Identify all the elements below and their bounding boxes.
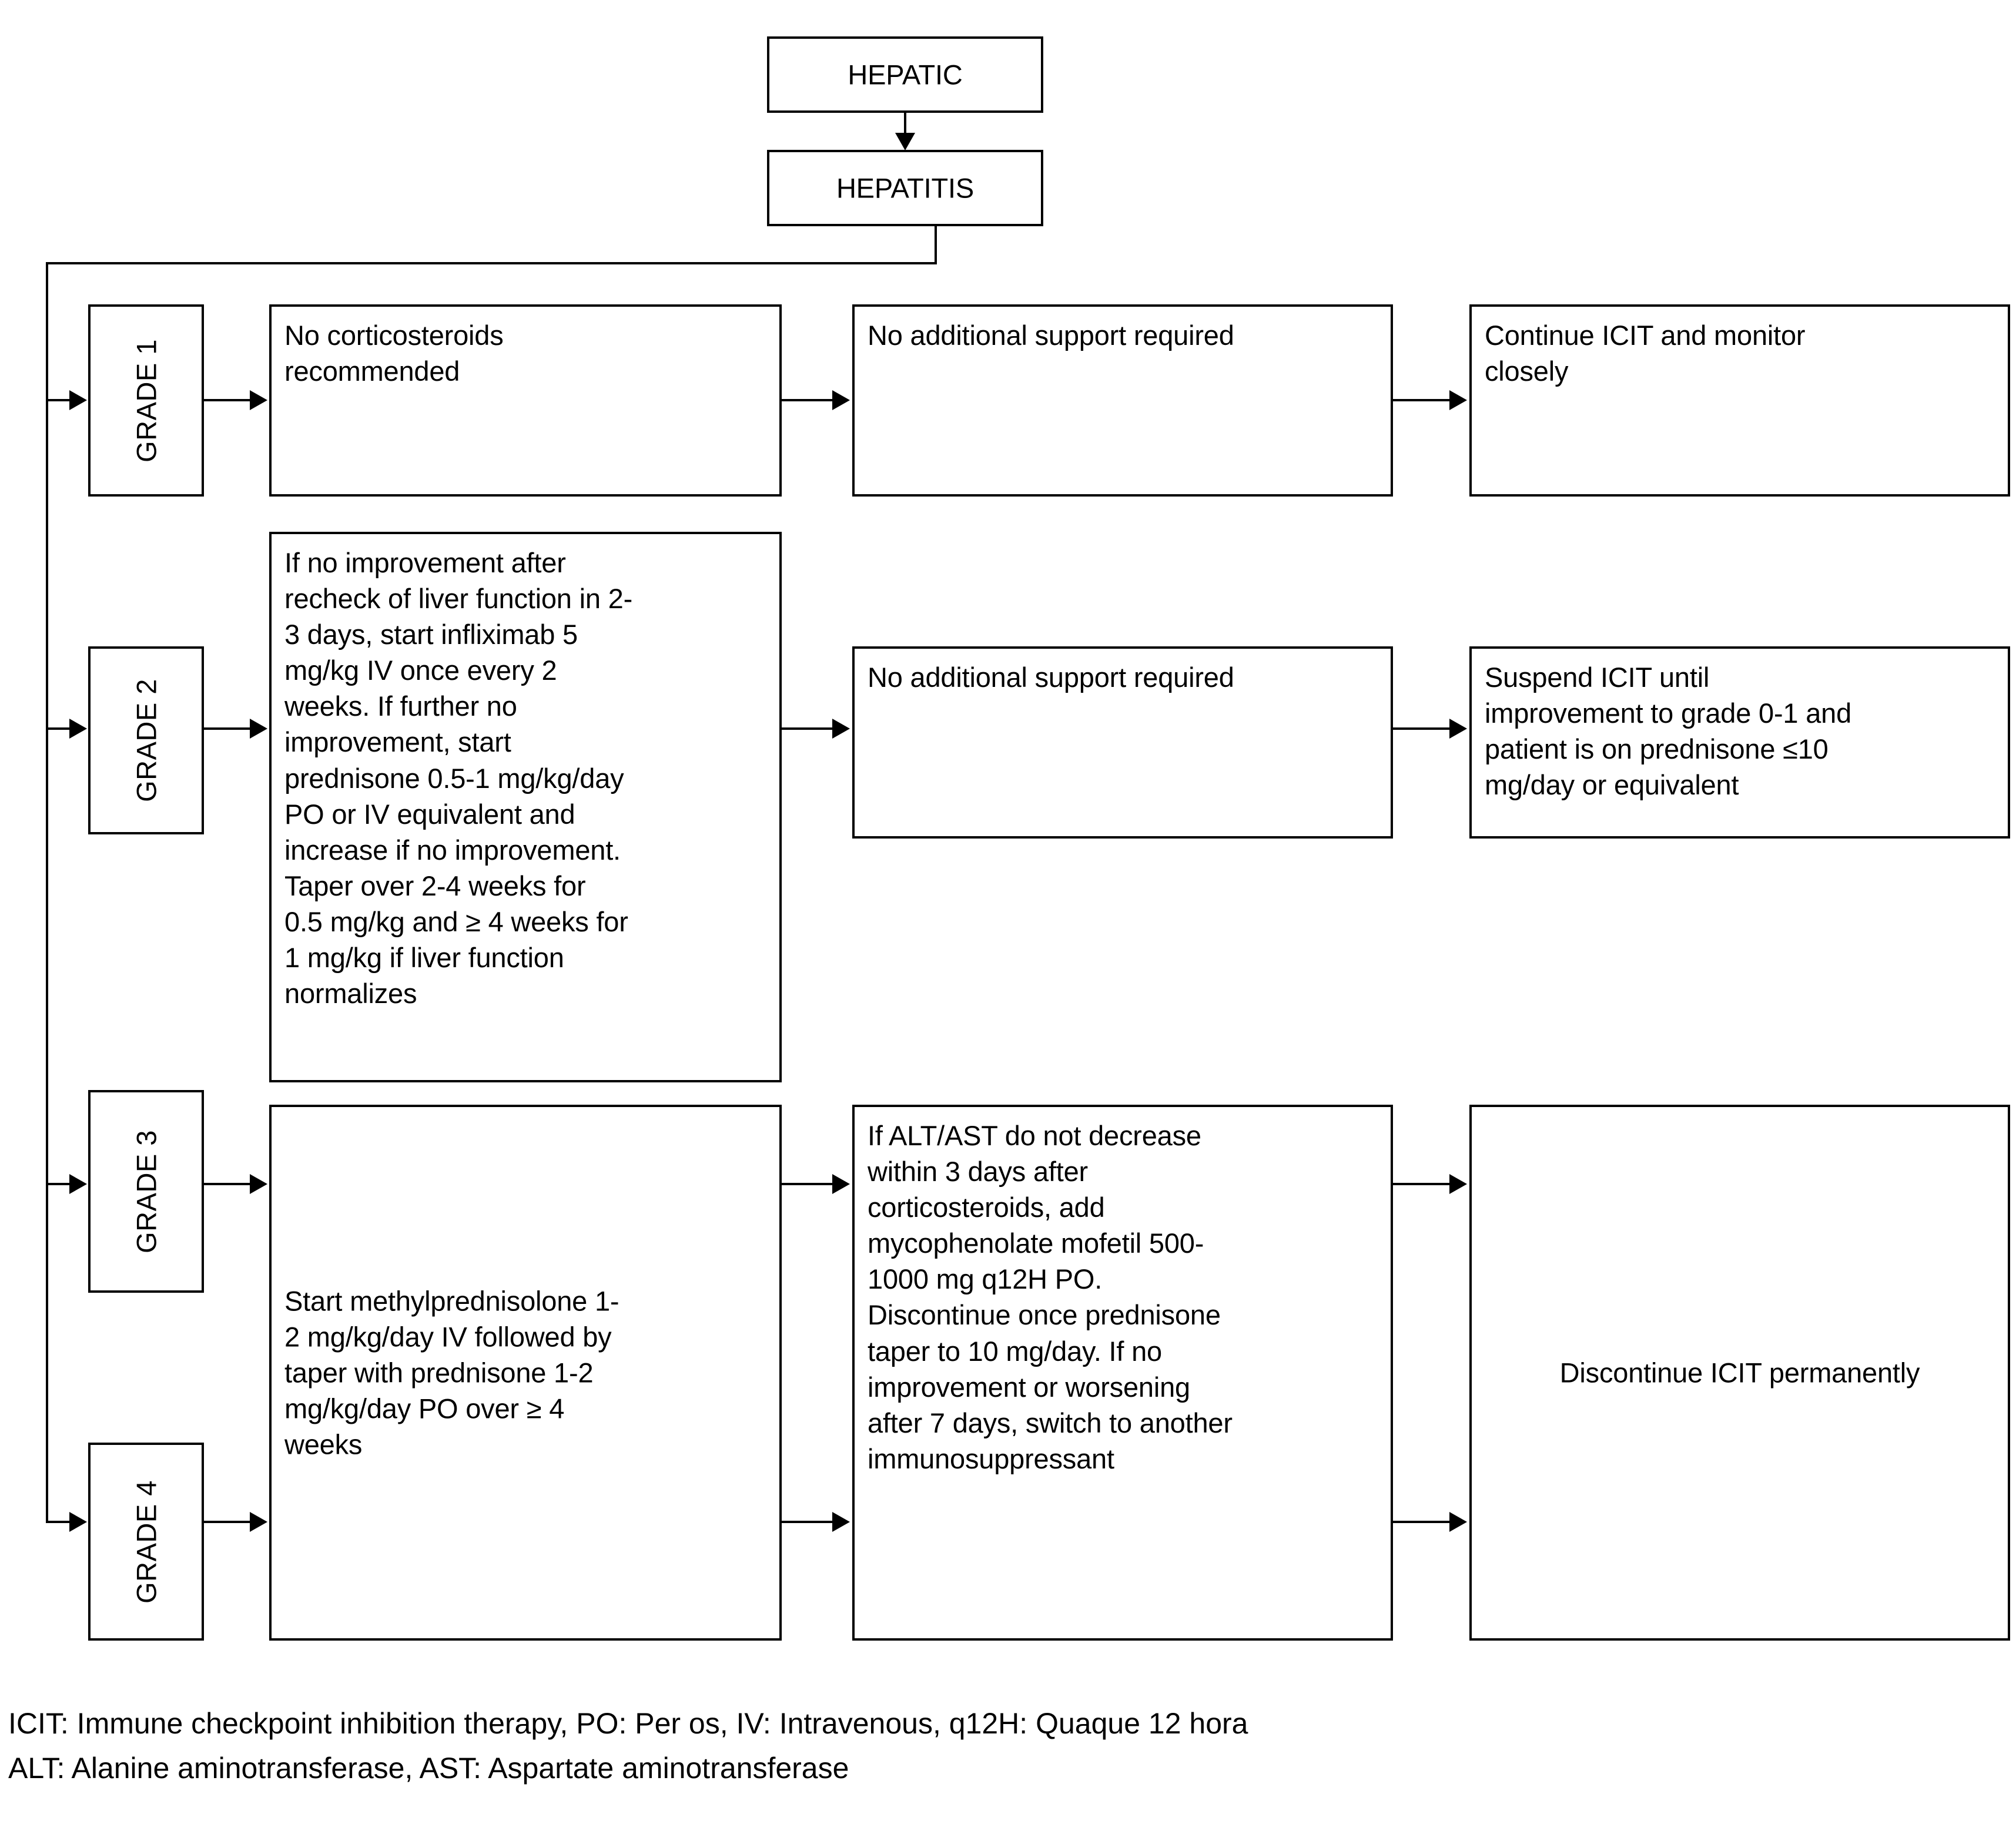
node-grade34-disposition[interactable]: Discontinue ICIT permanently <box>1469 1105 2010 1641</box>
node-grade1-management-text: No corticosteroids recommended <box>284 320 504 387</box>
node-grade2-disposition[interactable]: Suspend ICIT until improvement to grade … <box>1469 646 2010 839</box>
node-hepatic-label: HEPATIC <box>848 59 963 90</box>
connector-grade2-support-to-disposition <box>1393 727 1451 730</box>
grade-label-box-1[interactable]: GRADE 1 <box>88 304 204 497</box>
connector-grade4-to-mgmt <box>204 1521 251 1523</box>
node-grade2-management[interactable]: If no improvement after recheck of liver… <box>269 532 782 1082</box>
connector-grade3-mgmt-to-support <box>782 1183 833 1185</box>
grade-label-box-3[interactable]: GRADE 3 <box>88 1090 204 1293</box>
grade-label-box-4[interactable]: GRADE 4 <box>88 1443 204 1641</box>
connector-grade2-mgmt-to-support <box>782 727 833 730</box>
grade-label-box-2[interactable]: GRADE 2 <box>88 646 204 834</box>
node-grade34-support[interactable]: If ALT/AST do not decrease within 3 days… <box>852 1105 1393 1641</box>
connector-spine-to-grade2 <box>46 727 71 730</box>
node-grade2-support-text: No additional support required <box>868 662 1234 693</box>
node-hepatitis-label: HEPATITIS <box>836 172 974 204</box>
arrowhead-grade1-disposition <box>1449 390 1467 410</box>
grade-label-3: GRADE 3 <box>130 1129 162 1253</box>
node-grade34-management-text: Start methylprednisolone 1- 2 mg/kg/day … <box>284 1285 619 1460</box>
connector-grade3-support-to-disposition <box>1393 1183 1451 1185</box>
connector-grade4-mgmt-to-support <box>782 1521 833 1523</box>
connector-spine <box>46 262 48 1522</box>
grade-label-4: GRADE 4 <box>130 1480 162 1604</box>
connector-grade3-to-mgmt <box>204 1183 251 1185</box>
node-grade1-disposition[interactable]: Continue ICIT and monitor closely <box>1469 304 2010 497</box>
connector-spine-to-grade4 <box>46 1521 71 1523</box>
node-grade1-management[interactable]: No corticosteroids recommended <box>269 304 782 497</box>
arrowhead-grade2-disposition <box>1449 719 1467 739</box>
arrowhead-grade1-support <box>832 390 850 410</box>
connector-grade1-support-to-disposition <box>1393 399 1451 401</box>
node-grade2-management-text: If no improvement after recheck of liver… <box>284 547 633 1010</box>
arrowhead-grade4-support <box>832 1512 850 1532</box>
connector-spine-to-grade3 <box>46 1183 71 1185</box>
node-hepatic[interactable]: HEPATIC <box>767 36 1043 113</box>
connector-hepatitis-drop <box>935 226 937 264</box>
arrowhead-grade3-disposition <box>1449 1174 1467 1194</box>
connector-hepatic-to-hepatitis <box>904 113 906 136</box>
legend-line-1: ICIT: Immune checkpoint inhibition thera… <box>8 1707 1248 1740</box>
arrowhead-down-hepatitis <box>895 133 915 150</box>
connector-grade4-support-to-disposition <box>1393 1521 1451 1523</box>
connector-grade1-mgmt-to-support <box>782 399 833 401</box>
arrowhead-grade2-support <box>832 719 850 739</box>
arrowhead-grade3 <box>69 1174 87 1194</box>
node-grade1-support-text: No additional support required <box>868 320 1234 351</box>
arrowhead-grade3-support <box>832 1174 850 1194</box>
arrowhead-grade1 <box>69 390 87 410</box>
arrowhead-grade2-mgmt <box>250 719 267 739</box>
arrowhead-grade2 <box>69 719 87 739</box>
node-grade1-disposition-text: Continue ICIT and monitor closely <box>1485 320 1806 387</box>
arrowhead-grade3-mgmt <box>250 1174 267 1194</box>
node-hepatitis[interactable]: HEPATITIS <box>767 150 1043 226</box>
node-grade34-management[interactable]: Start methylprednisolone 1- 2 mg/kg/day … <box>269 1105 782 1641</box>
connector-grade2-to-mgmt <box>204 727 251 730</box>
node-grade2-support[interactable]: No additional support required <box>852 646 1393 839</box>
connector-spine-to-grade1 <box>46 399 71 401</box>
node-grade2-disposition-text: Suspend ICIT until improvement to grade … <box>1485 662 1852 801</box>
node-grade34-disposition-text: Discontinue ICIT permanently <box>1559 1357 1920 1389</box>
arrowhead-grade4-mgmt <box>250 1512 267 1532</box>
connector-grade1-to-mgmt <box>204 399 251 401</box>
grade-label-2: GRADE 2 <box>130 679 162 802</box>
connector-hepatitis-left <box>46 262 937 264</box>
legend-line-2: ALT: Alanine aminotransferase, AST: Aspa… <box>8 1752 849 1785</box>
grade-label-1: GRADE 1 <box>130 338 162 462</box>
node-grade34-support-text: If ALT/AST do not decrease within 3 days… <box>868 1120 1233 1474</box>
arrowhead-grade4-disposition <box>1449 1512 1467 1532</box>
arrowhead-grade4 <box>69 1512 87 1532</box>
arrowhead-grade1-mgmt <box>250 390 267 410</box>
node-grade1-support[interactable]: No additional support required <box>852 304 1393 497</box>
